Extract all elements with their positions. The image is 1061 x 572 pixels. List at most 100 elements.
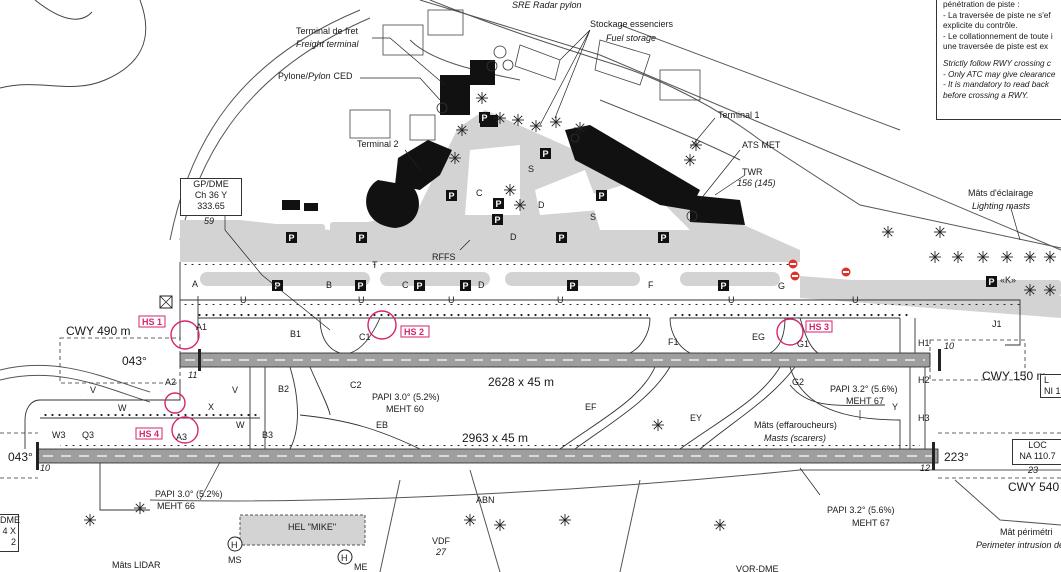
heli-ms-icon xyxy=(227,536,243,552)
papi-n-right: PAPI 3.2° (5.6%) xyxy=(830,384,897,394)
twy-B3: B3 xyxy=(262,430,273,440)
vdf-label: VDF xyxy=(432,536,451,546)
mast-icon xyxy=(476,92,488,104)
parking-letter: P xyxy=(496,199,502,209)
left-dme-line2: 4 X xyxy=(2,526,16,536)
mast-icon xyxy=(84,514,96,526)
twy-V-1: V xyxy=(90,385,96,395)
heli-me-icon xyxy=(337,549,353,565)
note-line-3: explicite du contrôle. xyxy=(943,21,1018,31)
lidar-label: Mâts LIDAR xyxy=(112,560,161,570)
meht-n-right: MEHT 67 xyxy=(846,396,884,406)
parking-letter: P xyxy=(482,113,488,123)
note-line-9: before crossing a RWY. xyxy=(943,90,1029,100)
parking-icon xyxy=(286,232,297,243)
twy-G: G xyxy=(778,281,785,291)
cwy-south-right: CWY 540 m xyxy=(1008,480,1061,494)
twr-label: TWR xyxy=(742,167,763,177)
lighting-fr-label: Mâts d'éclairage xyxy=(968,188,1033,198)
pylon-ced-label: CED xyxy=(334,71,354,81)
perimeter-en-label: Perimeter intrusion de xyxy=(976,540,1061,550)
note-line-2: - La traversée de piste ne s'ef xyxy=(943,10,1051,20)
twy-EG: EG xyxy=(752,332,765,342)
twy-EY: EY xyxy=(690,413,702,423)
parking-icon xyxy=(986,276,997,287)
note-line-4: - Le collationnement de toute i xyxy=(943,31,1053,41)
parking-letter: P xyxy=(570,281,576,291)
mast-icon xyxy=(882,226,894,238)
runway-north xyxy=(179,352,931,368)
left-dme-line1: DME xyxy=(0,515,20,525)
hotspot-1: HS 1 xyxy=(142,317,162,327)
twy-U-5: U xyxy=(728,295,735,305)
twy-C1: C1 xyxy=(359,332,371,342)
loc-left-box: L NI 1 xyxy=(1040,374,1061,398)
meht-s-right: MEHT 67 xyxy=(852,518,890,528)
mast-icon xyxy=(1001,251,1013,263)
twy-S-2: S xyxy=(590,212,596,222)
meht-n-left: MEHT 60 xyxy=(386,404,424,414)
lighting-en-label: Lighting masts xyxy=(972,201,1031,211)
mast-icon xyxy=(1024,284,1036,296)
parking-icon xyxy=(493,198,504,209)
parking-icon xyxy=(658,232,669,243)
twy-C-apron: C xyxy=(476,188,483,198)
crossing-notes: pénétration de piste : - La traversée de… xyxy=(936,0,1061,120)
clearways xyxy=(0,337,1061,479)
abn-label: ABN xyxy=(476,495,495,505)
thr-south-right: 12 xyxy=(920,463,930,473)
terminal2-label: Terminal 2 xyxy=(357,139,399,149)
mast-icon xyxy=(550,116,562,128)
runway-north-hdg: 043° xyxy=(122,354,147,368)
gp-dme-elev: 59 xyxy=(204,216,215,226)
twy-D: D xyxy=(478,280,485,290)
twy-C2: C2 xyxy=(350,380,362,390)
mast-icon xyxy=(929,251,941,263)
hotspot-3: HS 3 xyxy=(809,322,829,332)
mast-icon xyxy=(977,251,989,263)
parking-letter: P xyxy=(359,233,365,243)
twy-D-apron-2: D xyxy=(538,200,545,210)
loc-elev: 23 xyxy=(1028,465,1039,475)
facility-labels: SRE Radar pylon Stockage essenciers Fuel… xyxy=(112,0,1061,572)
cwy-north-right: CWY 150 m xyxy=(982,369,1046,383)
runway-south xyxy=(37,448,939,464)
gp-dme-line3: 333.65 xyxy=(197,201,225,211)
twy-H1: H1 xyxy=(918,338,930,348)
mast-icon xyxy=(574,122,586,134)
twy-H2: H2 xyxy=(918,375,930,385)
twy-S: S xyxy=(528,164,534,174)
loc-box: LOC NA 110.7 xyxy=(1012,439,1061,465)
note-line-8: - It is mandatory to read back xyxy=(943,80,1050,90)
buildings xyxy=(282,60,745,228)
parking-letter: P xyxy=(358,281,364,291)
twy-A3: A3 xyxy=(176,432,187,442)
parking-icon xyxy=(540,148,551,159)
parking-icon xyxy=(356,232,367,243)
parking-letter: P xyxy=(449,191,455,201)
masts-en-label: Masts (scarers) xyxy=(764,433,826,443)
parking-icon xyxy=(460,280,471,291)
parking-letter: P xyxy=(599,191,605,201)
twy-D-apron: D xyxy=(510,232,517,242)
building-outlines xyxy=(349,9,701,141)
left-dme-line3: 2 xyxy=(10,537,16,547)
mast-icon xyxy=(559,514,571,526)
note-line-7: - Only ATC may give clearance xyxy=(943,69,1056,79)
svg-text:H: H xyxy=(341,553,348,563)
loc-line1: LOC xyxy=(1028,440,1047,450)
edge-lights xyxy=(40,258,1020,450)
perimeter-fr-label: Mât périmétri xyxy=(1000,527,1053,537)
parking-icon xyxy=(355,280,366,291)
coastline xyxy=(0,0,147,89)
twy-U-2: U xyxy=(358,295,365,305)
left-dme-box: DME 4 X 2 xyxy=(0,514,20,552)
runway-north-dim: 2628 x 45 m xyxy=(488,375,554,389)
heliport xyxy=(239,514,366,546)
parking-letter: P xyxy=(721,281,727,291)
loc-left-line1: L xyxy=(1044,375,1050,385)
heli-mike-label: HEL "MIKE" xyxy=(288,522,336,532)
parking-icon xyxy=(492,214,503,225)
taxiway-labels: A B C C D D D S S T F G U U U U U U V V … xyxy=(52,164,1002,442)
